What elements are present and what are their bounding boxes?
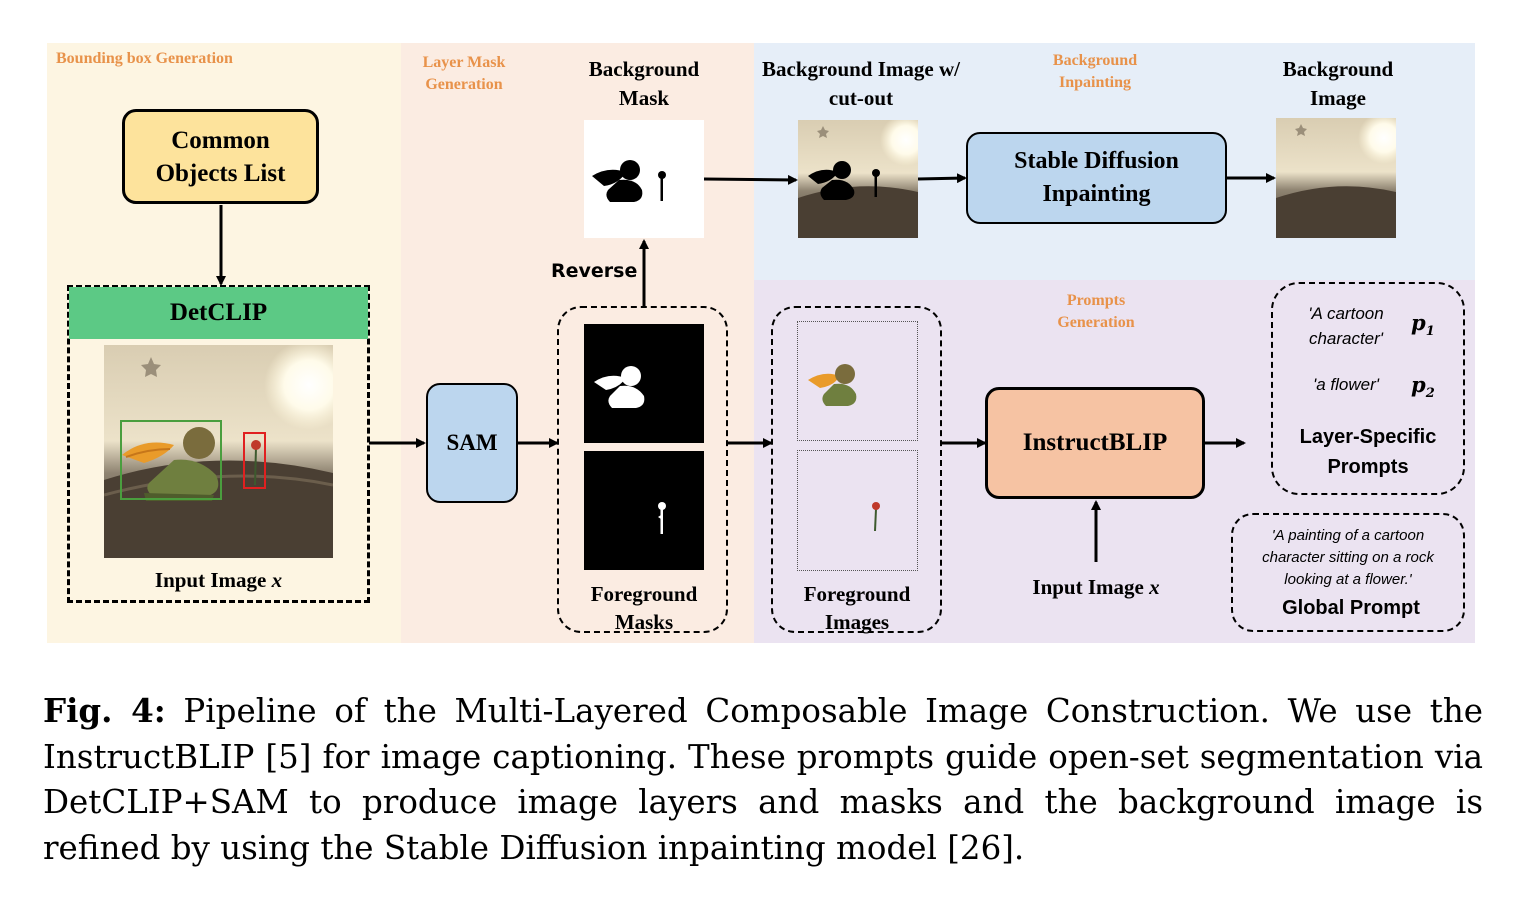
background-cutout-image bbox=[798, 120, 918, 238]
sun-icon bbox=[880, 120, 918, 166]
background-cutout-label: Background Image w/ cut-out bbox=[762, 57, 960, 110]
instructblip-box: InstructBLIP bbox=[985, 387, 1205, 499]
arrow-icon bbox=[703, 174, 798, 185]
sun-icon bbox=[1358, 118, 1396, 164]
foreground-image-frame-2 bbox=[797, 450, 918, 571]
section-title-layer-mask: Layer Mask Generation bbox=[422, 54, 506, 93]
caption-label: Fig. 4: bbox=[43, 691, 166, 730]
character-silhouette-icon bbox=[808, 161, 855, 200]
detclip-container bbox=[67, 285, 370, 603]
prompt-p1-label: p bbox=[1411, 310, 1426, 335]
input-image-label-left: Input Image x bbox=[104, 566, 333, 595]
foreground-images-container bbox=[771, 306, 942, 633]
star-icon bbox=[817, 126, 829, 138]
section-title-prompts: Prompts Generation bbox=[1057, 292, 1135, 331]
instructblip-label: InstructBLIP bbox=[1022, 429, 1168, 456]
foreground-image-flower bbox=[872, 502, 880, 532]
layer-specific-prompts-container bbox=[1271, 282, 1465, 495]
layer-specific-prompts-label: Layer-Specific Prompts bbox=[1299, 426, 1437, 478]
foreground-masks-container bbox=[557, 306, 728, 633]
foreground-mask-character bbox=[584, 324, 704, 443]
global-prompt-label: Global Prompt bbox=[1282, 597, 1420, 619]
input-image-text: Input Image bbox=[1032, 575, 1144, 599]
reverse-label: Reverse bbox=[551, 260, 638, 282]
input-var: x bbox=[271, 568, 283, 592]
character-silhouette-icon bbox=[808, 364, 857, 406]
stable-diffusion-inpainting-box: Stable Diffusion Inpainting bbox=[966, 132, 1227, 224]
input-image-detections bbox=[104, 345, 333, 558]
common-objects-list-label: Common Objects List bbox=[155, 126, 286, 187]
prompt-p1-sub: 1 bbox=[1425, 324, 1435, 340]
background-image-label: Background Image bbox=[1282, 57, 1394, 110]
star-icon bbox=[141, 357, 161, 377]
sam-box: SAM bbox=[426, 383, 518, 503]
input-var: x bbox=[1149, 575, 1160, 599]
detclip-header: DetCLIP bbox=[69, 287, 368, 339]
prompt-p2-symbol: p2 bbox=[1411, 372, 1435, 401]
star-icon bbox=[1295, 124, 1307, 136]
foreground-mask-flower bbox=[584, 451, 704, 570]
foreground-masks-label: Foreground Masks bbox=[590, 582, 698, 634]
foreground-images-label: Foreground Images bbox=[803, 582, 911, 634]
flower-silhouette-icon bbox=[658, 171, 666, 201]
foreground-image-character bbox=[808, 364, 857, 406]
section-title-background-inpainting: Background Inpainting bbox=[1052, 52, 1138, 91]
flower-silhouette-icon bbox=[251, 440, 261, 486]
flower-silhouette-icon bbox=[872, 502, 880, 532]
flower-silhouette-icon bbox=[658, 502, 666, 534]
common-objects-list-box: Common Objects List bbox=[122, 109, 319, 204]
global-prompt-text: 'A painting of a cartoon character sitti… bbox=[1262, 527, 1434, 588]
caption-text: Pipeline of the Multi-Layered Composable… bbox=[43, 692, 1483, 867]
arrow-icon bbox=[917, 173, 967, 184]
prompt-p2-label: p bbox=[1411, 372, 1426, 397]
stable-diffusion-label: Stable Diffusion Inpainting bbox=[1014, 148, 1179, 207]
sun-icon bbox=[264, 345, 333, 430]
character-silhouette-icon bbox=[122, 427, 219, 501]
section-title-bbox: Bounding box Generation bbox=[56, 50, 233, 67]
character-silhouette-icon bbox=[592, 160, 643, 202]
character-silhouette-icon bbox=[594, 366, 645, 408]
flower-silhouette-icon bbox=[872, 169, 880, 197]
global-prompt-container bbox=[1231, 513, 1465, 632]
detclip-label: DetCLIP bbox=[169, 299, 268, 326]
prompt-p2-text: 'a flower' bbox=[1312, 375, 1380, 394]
figure-caption: Fig. 4: Pipeline of the Multi-Layered Co… bbox=[43, 688, 1483, 871]
background-mask-image bbox=[584, 120, 704, 238]
input-image-label-bottom: Input Image x bbox=[1006, 573, 1186, 602]
background-image-output bbox=[1276, 118, 1396, 238]
prompt-p2-sub: 2 bbox=[1425, 386, 1435, 402]
sam-label: SAM bbox=[446, 430, 498, 455]
prompt-p1-text: 'A cartoon character' bbox=[1308, 304, 1384, 348]
input-image-text: Input Image bbox=[154, 568, 267, 592]
foreground-image-frame-1 bbox=[797, 321, 918, 441]
background-mask-label: Background Mask bbox=[588, 57, 700, 110]
prompt-p1-symbol: p1 bbox=[1411, 310, 1435, 339]
